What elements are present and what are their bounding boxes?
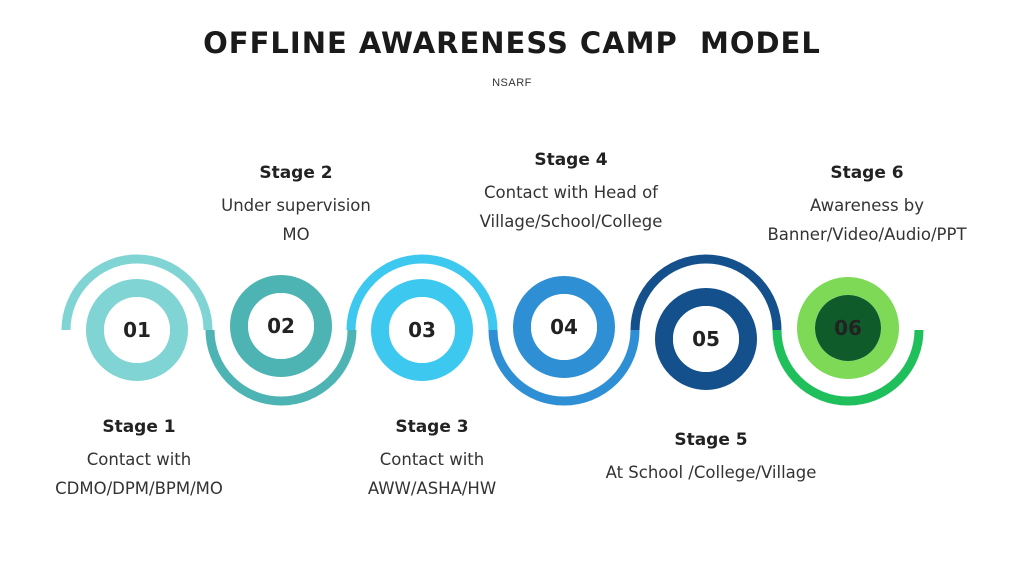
stage-4-caption: Stage 4 Contact with Head of Village/Sch… bbox=[451, 150, 691, 236]
stage-1-caption: Stage 1 Contact with CDMO/DPM/BPM/MO bbox=[19, 417, 259, 503]
stage-4-number: 04 bbox=[550, 315, 578, 339]
stage-2-node: 02 bbox=[230, 275, 332, 377]
stage-6-desc-line2: Banner/Video/Audio/PPT bbox=[767, 225, 967, 244]
stage-1-arc bbox=[61, 254, 213, 331]
stage-1-number: 01 bbox=[123, 318, 151, 342]
stage-5-node: 05 bbox=[655, 288, 757, 390]
stage-4-title: Stage 4 bbox=[534, 150, 608, 170]
stage-3-node: 03 bbox=[371, 279, 473, 381]
stage-3-desc-line2: AWW/ASHA/HW bbox=[367, 479, 497, 498]
stage-3-number: 03 bbox=[408, 318, 436, 342]
stage-6-title: Stage 6 bbox=[830, 163, 904, 183]
stage-3-title: Stage 3 bbox=[395, 417, 469, 437]
stage-2-caption: Stage 2 Under supervision MO bbox=[176, 163, 416, 249]
stage-2-number: 02 bbox=[267, 314, 295, 338]
stage-4-arc bbox=[488, 329, 640, 406]
stage-6-caption: Stage 6 Awareness by Banner/Video/Audio/… bbox=[747, 163, 987, 249]
stage-2-desc-line1: Under supervision bbox=[221, 196, 371, 215]
stage-5-desc-line1: At School /College/Village bbox=[605, 463, 817, 482]
stage-5-arc bbox=[630, 254, 782, 331]
page-title: OFFLINE AWARENESS CAMP MODEL bbox=[203, 26, 821, 60]
stage-2-arc bbox=[205, 329, 357, 406]
stage-1-title: Stage 1 bbox=[102, 417, 176, 437]
stage-1-desc-line1: Contact with bbox=[86, 450, 192, 469]
stage-6-node: 06 bbox=[797, 277, 899, 379]
stage-6-arc bbox=[772, 329, 924, 406]
stage-3-arc bbox=[346, 254, 498, 331]
stage-5-caption: Stage 5 At School /College/Village bbox=[591, 430, 831, 487]
stage-5-title: Stage 5 bbox=[674, 430, 748, 450]
stage-4-node: 04 bbox=[513, 276, 615, 378]
stage-3-caption: Stage 3 Contact with AWW/ASHA/HW bbox=[312, 417, 552, 503]
stage-2-desc-line2: MO bbox=[282, 225, 310, 244]
page-subtitle: NSARF bbox=[492, 77, 532, 89]
stage-2-title: Stage 2 bbox=[259, 163, 333, 183]
stage-4-desc-line1: Contact with Head of bbox=[484, 183, 658, 202]
stage-1-desc-line2: CDMO/DPM/BPM/MO bbox=[55, 479, 223, 498]
stage-4-desc-line2: Village/School/College bbox=[479, 212, 663, 231]
stage-1-node: 01 bbox=[86, 279, 188, 381]
stage-6-number: 06 bbox=[834, 316, 862, 340]
stage-3-desc-line1: Contact with bbox=[379, 450, 485, 469]
stage-6-desc-line1: Awareness by bbox=[809, 196, 925, 215]
stage-5-number: 05 bbox=[692, 327, 720, 351]
